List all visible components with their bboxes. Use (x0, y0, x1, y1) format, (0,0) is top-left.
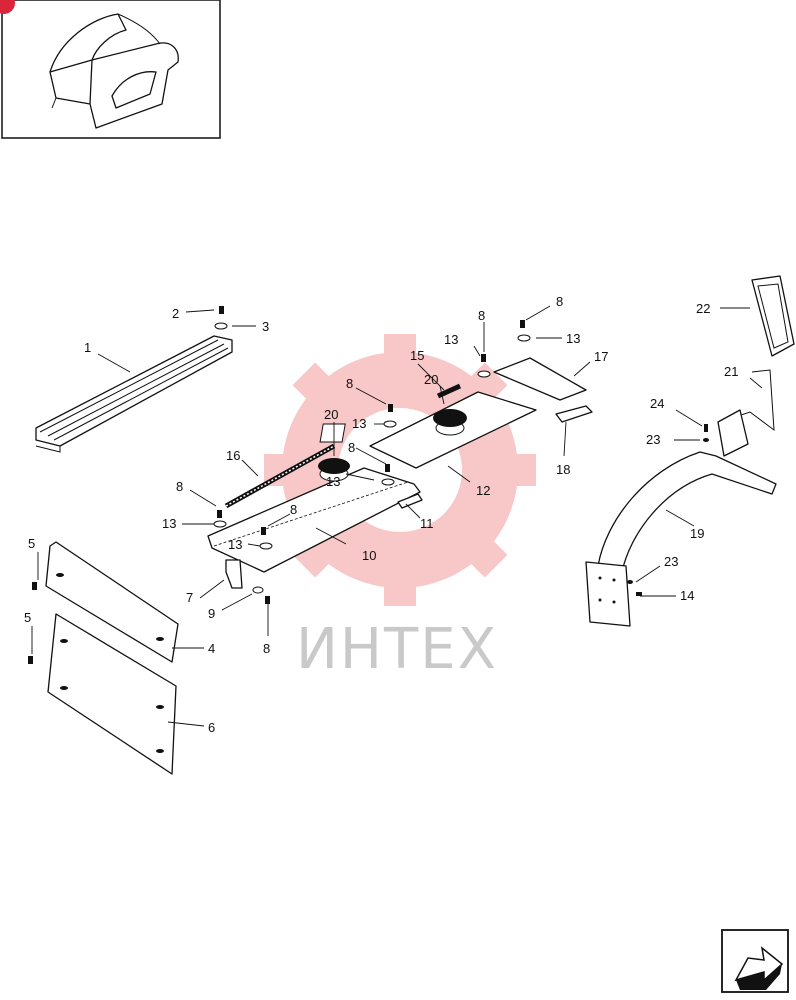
callout-label: 5 (24, 610, 31, 625)
spacer-bar-part (397, 493, 423, 509)
callout-label: 8 (348, 440, 355, 455)
cab-thumbnail-icon (49, 13, 179, 129)
callout-label: 9 (208, 606, 215, 621)
callout-label: 7 (186, 590, 193, 605)
callout-label: 12 (476, 483, 490, 498)
mudflap-small-part (45, 541, 179, 663)
callout-label: 6 (208, 720, 215, 735)
thumbnail-badge-icon (0, 0, 15, 14)
plug-part-a (318, 458, 350, 482)
fasteners (28, 306, 709, 664)
callout-label: 13 (326, 474, 340, 489)
callout-label: 15 (410, 348, 424, 363)
callout-label: 2 (172, 306, 179, 321)
callout-label: 8 (346, 376, 353, 391)
rear-bracket-part (493, 357, 587, 401)
callout-label: 13 (228, 537, 242, 552)
callout-label: 20 (324, 407, 338, 422)
callout-label: 4 (208, 641, 215, 656)
callout-label: 8 (556, 294, 563, 309)
callout-label: 24 (650, 396, 664, 411)
callout-label: 22 (696, 301, 710, 316)
callout-label: 8 (176, 479, 183, 494)
watermark-gear-logo (264, 334, 536, 606)
callout-label: 13 (352, 416, 366, 431)
callout-label: 11 (420, 516, 434, 531)
callout-label: 1 (84, 340, 91, 355)
watermark-text: ИНТЕХ (296, 617, 498, 682)
arrow-next-page-icon (734, 946, 784, 990)
callout-label: 14 (680, 588, 694, 603)
clip-part (555, 405, 593, 423)
thumbnail-panel[interactable] (0, 0, 221, 139)
callout-label: 10 (362, 548, 376, 563)
mirror-part (751, 275, 795, 357)
mirror-support-tube-part (585, 451, 777, 627)
callout-label: 3 (262, 319, 269, 334)
mirror-mount-part (717, 409, 749, 457)
seal-strip-part (224, 443, 336, 509)
mudflap-large-part (47, 613, 177, 775)
callout-label: 5 (28, 536, 35, 551)
callout-label: 13 (444, 332, 458, 347)
callout-label: 20 (424, 372, 438, 387)
callout-label: 8 (263, 641, 270, 656)
floor-bracket-part (225, 559, 243, 589)
step-plate-part (35, 335, 233, 453)
callout-label: 21 (724, 364, 738, 379)
callout-label: 8 (290, 502, 297, 517)
callout-label: 16 (226, 448, 240, 463)
next-page-button[interactable] (721, 929, 789, 993)
callout-label: 8 (478, 308, 485, 323)
callout-label: 13 (162, 516, 176, 531)
callout-label: 13 (566, 331, 580, 346)
callout-label: 23 (664, 554, 678, 569)
leader-lines (31, 305, 763, 727)
callout-label: 23 (646, 432, 660, 447)
callout-label: 19 (690, 526, 704, 541)
plug-part-b (433, 409, 467, 436)
callout-label: 18 (556, 462, 570, 477)
callout-labels: 1 2 3 4 5 5 6 7 8 8 8 8 8 8 8 9 10 11 12… (24, 294, 738, 735)
callout-label: 17 (594, 349, 608, 364)
